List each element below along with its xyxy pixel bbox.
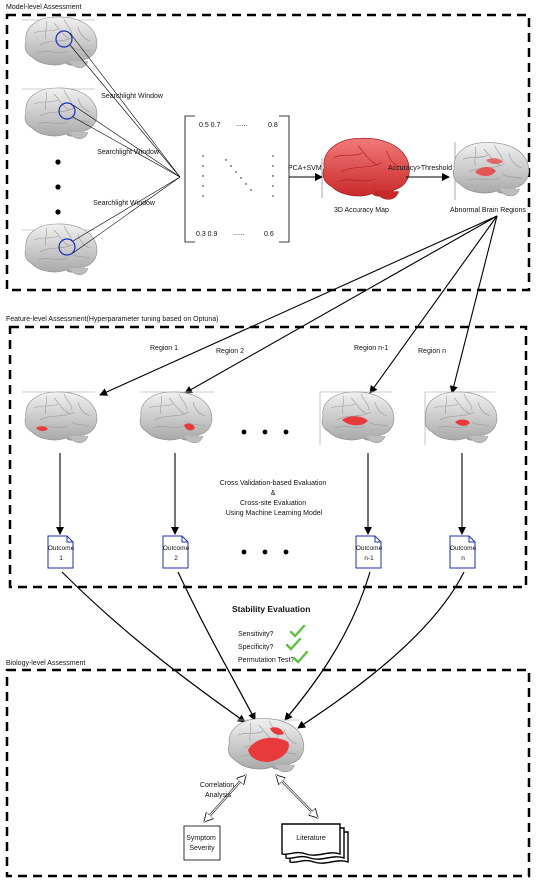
check-permutation: Permutation Test? (238, 657, 294, 664)
svg-text:Outcome: Outcome (163, 545, 190, 552)
literature-arrow-inner (275, 774, 319, 819)
feature-level-frame (8, 325, 528, 589)
checkmark-icon (285, 637, 302, 651)
svg-text:Outcome: Outcome (450, 545, 477, 552)
region-brain-1 (22, 391, 98, 444)
matrix-bottom-right: 0.6 (264, 231, 274, 238)
matrix-bottom-dots: ...... (233, 230, 245, 237)
svg-text:2: 2 (174, 555, 178, 562)
region-brain-n (424, 391, 498, 445)
accuracy-map-label: 3D Accuracy Map (334, 207, 389, 214)
matrix-top-left: 0.5 0.7 (199, 122, 221, 129)
evaluation-description: Cross Validation-based Evaluation & Cros… (220, 480, 328, 517)
region-label-2: Region 2 (216, 348, 244, 355)
abnormal-regions-brain (453, 142, 530, 197)
pca-svm-label: PCA+SVM (288, 165, 322, 172)
checkmark-icon (289, 624, 306, 638)
ellipsis-dot (262, 429, 268, 435)
searchlight-brain-3 (22, 223, 98, 276)
matrix-vertical-dots (202, 155, 274, 197)
matrix-top-right: 0.8 (268, 122, 278, 129)
symptom-severity-label: Symptom Severity (186, 835, 218, 852)
region-label-1: Region 1 (150, 345, 178, 352)
ellipsis-dot (241, 429, 247, 435)
convergence-arrows (61, 571, 465, 729)
searchlight-circle (58, 238, 76, 256)
ellipsis-dot (55, 184, 61, 190)
check-sensitivity: Sensitivity? (238, 631, 274, 638)
correlation-arrow-inner (203, 774, 247, 823)
region-brain-2 (139, 391, 214, 444)
model-level-frame (5, 13, 531, 292)
searchlight-label-1: Searchlight Window (101, 93, 164, 100)
ellipsis-dot (55, 209, 61, 215)
ellipsis-dot (283, 429, 289, 435)
ellipsis-dot (262, 549, 268, 555)
matrix-left-bracket (184, 115, 195, 243)
svg-text:n-1: n-1 (364, 555, 374, 562)
correlation-label: Correlation Analysis (200, 782, 236, 799)
searchlight-lines (69, 32, 181, 254)
checkmark-icon (292, 650, 309, 664)
svg-text:Outcome: Outcome (356, 545, 383, 552)
literature-label: Literature (296, 835, 326, 842)
outcome-doc-n: Outcome n (449, 535, 477, 569)
region-brain-n-1 (319, 391, 395, 445)
searchlight-circle (55, 30, 73, 48)
region-arrows (99, 215, 498, 396)
searchlight-circle (58, 102, 76, 120)
matrix-right-bracket (279, 115, 290, 243)
outcome-arrows (56, 453, 466, 535)
biology-level-title: Biology-level Assessment (6, 660, 85, 667)
ellipsis-dot (55, 159, 61, 165)
outcome-doc-1: Outcome 1 (47, 535, 75, 569)
accuracy-map-brain (322, 138, 410, 200)
outcome-doc-2: Outcome 2 (162, 535, 190, 569)
searchlight-brain-2 (22, 87, 98, 140)
final-brain (228, 718, 305, 773)
ellipsis-dot (283, 549, 289, 555)
feature-level-title: Feature-level Assessment(Hyperparameter … (6, 316, 218, 323)
region-label-n-1: Region n-1 (354, 345, 388, 352)
ellipsis-dot (241, 549, 247, 555)
region-label-n: Region n (418, 348, 446, 355)
svg-text:n: n (461, 555, 465, 562)
check-specificity: Specificity? (238, 644, 274, 651)
biology-level-frame (5, 668, 531, 878)
matrix-top-dots: ...... (236, 121, 248, 128)
symptom-severity-box (183, 825, 221, 861)
literature-documents: Literature (281, 823, 349, 864)
searchlight-brain-1 (22, 16, 98, 69)
searchlight-label-2: Searchlight Window (97, 149, 160, 156)
abnormal-regions-label: Abnormal Brain Regions (450, 207, 526, 214)
outcome-doc-n-1: Outcome n-1 (355, 535, 383, 569)
svg-text:Outcome: Outcome (48, 545, 75, 552)
stability-title: Stability Evaluation (232, 604, 310, 614)
model-level-title: Model-level Assessment (6, 4, 82, 11)
matrix-bottom-left: 0.3 0.9 (196, 231, 218, 238)
svg-text:1: 1 (59, 555, 63, 562)
searchlight-label-3: Searchlight Window (93, 200, 156, 207)
threshold-label: Accuracy>Threshold (388, 165, 452, 172)
